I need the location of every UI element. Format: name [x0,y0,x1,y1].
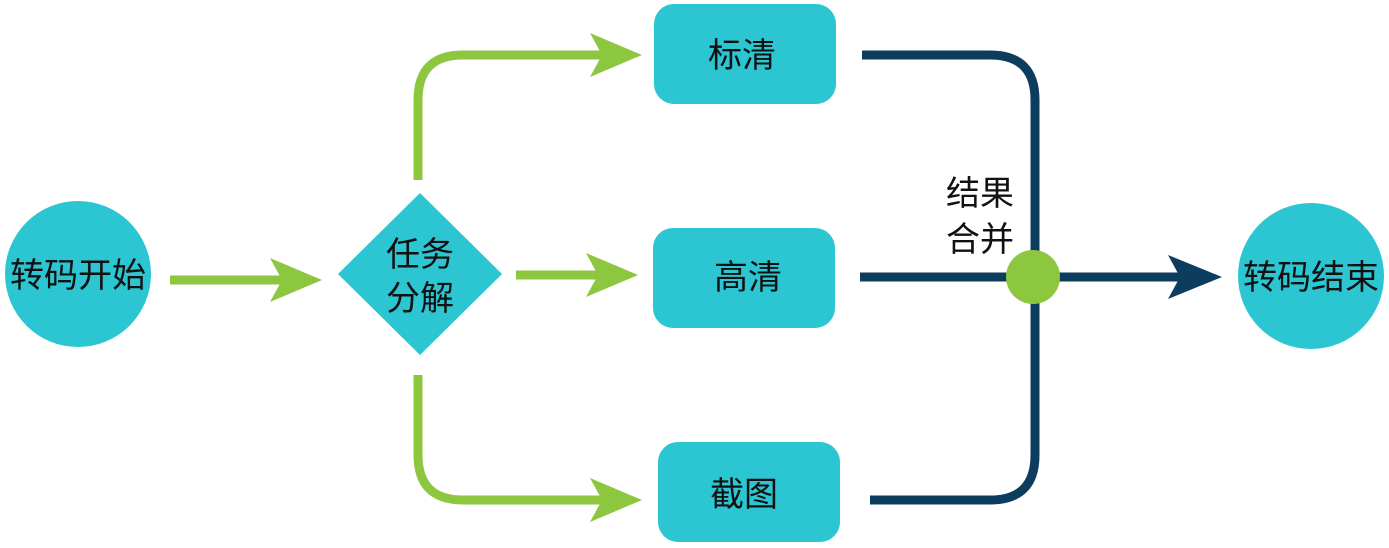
arrowhead-to-screenshot [590,478,642,522]
connector-sd-to-merge [862,50,1040,255]
node-end-label: 转码结束 [1243,258,1379,298]
merge-point [1006,250,1060,304]
node-start: 转码开始 [5,201,151,347]
node-start-label: 转码开始 [10,256,146,296]
node-sd-label: 标清 [708,36,776,76]
node-screenshot: 截图 [658,442,840,542]
node-split-label-line1: 任务 [386,235,454,275]
node-end: 转码结束 [1238,203,1384,349]
node-sd: 标清 [654,4,836,104]
green-arrowheads [270,33,642,522]
arrowhead-to-sd [590,33,642,77]
merge-label-line1: 结果 [946,174,1014,214]
node-screenshot-label: 截图 [710,475,778,515]
node-hd-label: 高清 [714,258,782,298]
merge-label-line2: 合并 [946,220,1014,260]
arrowhead-to-hd [586,253,638,297]
navy-connectors [860,50,1180,505]
connector-screenshot-to-merge [870,300,1040,505]
node-split-label-line2: 分解 [386,279,454,319]
connector-split-to-screenshot [413,375,602,505]
arrowhead-to-end [1168,255,1222,299]
green-connectors [170,50,602,505]
node-split: 任务 分解 [338,193,502,355]
arrowhead-to-split [270,258,322,302]
connector-split-to-sd [413,50,602,180]
node-hd: 高清 [653,228,835,328]
